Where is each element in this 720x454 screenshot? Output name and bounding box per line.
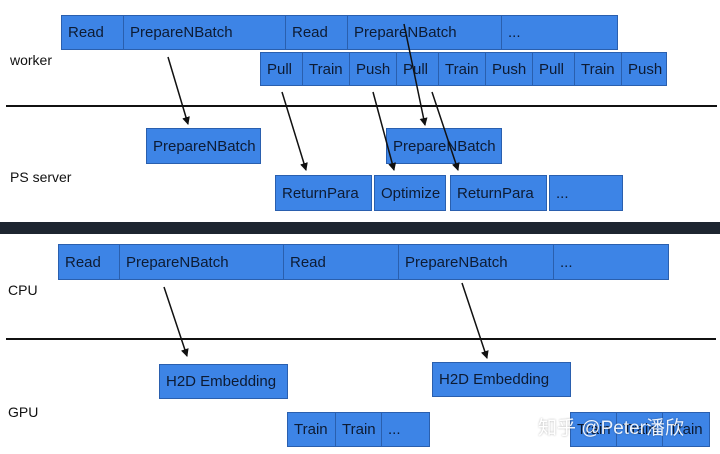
- server-preparenbatch-box-2: PrepareNBatch: [386, 128, 502, 164]
- server-returnpara-box-2: ReturnPara: [450, 175, 547, 211]
- worker-preparenbatch-box-2: PrepareNBatch: [347, 15, 502, 50]
- cpu-ellipsis-box: ...: [553, 244, 669, 280]
- worker-lane-label: worker: [10, 52, 53, 68]
- worker-pull-box-2: Pull: [396, 52, 439, 86]
- gpu-train-box-1: Train: [287, 412, 336, 447]
- arrow-pull-to-returnpara-2: [431, 91, 460, 171]
- gpu-ellipsis-box: ...: [381, 412, 430, 447]
- server-optimize-box: Optimize: [374, 175, 446, 211]
- worker-push-box-2: Push: [485, 52, 533, 86]
- gpu-train-box-5: Train: [662, 412, 710, 447]
- cpu-preparenbatch-box-1: PrepareNBatch: [119, 244, 284, 280]
- gpu-train-box-2: Train: [335, 412, 382, 447]
- worker-read-box-2: Read: [285, 15, 348, 50]
- watermark: 知乎 @Peter潘欣: [538, 418, 684, 439]
- worker-preparenbatch-box-1: PrepareNBatch: [123, 15, 286, 50]
- gpu-train-box-3: Train: [570, 412, 617, 447]
- gpu-h2d-embedding-box-1: H2D Embedding: [159, 364, 288, 399]
- cpu-read-box-2: Read: [283, 244, 399, 280]
- server-returnpara-box-1: ReturnPara: [275, 175, 372, 211]
- worker-train-box-1: Train: [302, 52, 350, 86]
- worker-pull-box-1: Pull: [260, 52, 303, 86]
- worker-train-box-2: Train: [438, 52, 486, 86]
- arrow-cpu-to-h2d-1: [163, 286, 189, 357]
- cpu-preparenbatch-box-2: PrepareNBatch: [398, 244, 554, 280]
- gpu-h2d-embedding-box-2: H2D Embedding: [432, 362, 571, 397]
- server-preparenbatch-box-1: PrepareNBatch: [146, 128, 261, 164]
- worker-server-divider: [6, 105, 717, 107]
- arrow-push-to-optimize: [372, 91, 397, 171]
- server-ellipsis-box: ...: [549, 175, 623, 211]
- arrow-prepare-to-server-2: [403, 23, 428, 126]
- worker-read-box-1: Read: [61, 15, 124, 50]
- panel-separator-band: [0, 222, 720, 234]
- cpu-lane-label: CPU: [8, 282, 38, 298]
- cpu-gpu-divider: [6, 338, 716, 340]
- worker-ellipsis-box: ...: [501, 15, 618, 50]
- worker-train-box-3: Train: [574, 52, 622, 86]
- gpu-train-box-4: Train: [616, 412, 663, 447]
- worker-push-box-1: Push: [349, 52, 397, 86]
- cpu-read-box-1: Read: [58, 244, 120, 280]
- arrow-prepare-to-server-1: [167, 56, 190, 125]
- gpu-lane-label: GPU: [8, 404, 39, 420]
- worker-pull-box-3: Pull: [532, 52, 575, 86]
- arrow-pull-to-returnpara-1: [281, 91, 308, 171]
- ps-server-lane-label: PS server: [10, 169, 72, 185]
- worker-push-box-3: Push: [621, 52, 667, 86]
- arrow-cpu-to-h2d-2: [461, 282, 489, 359]
